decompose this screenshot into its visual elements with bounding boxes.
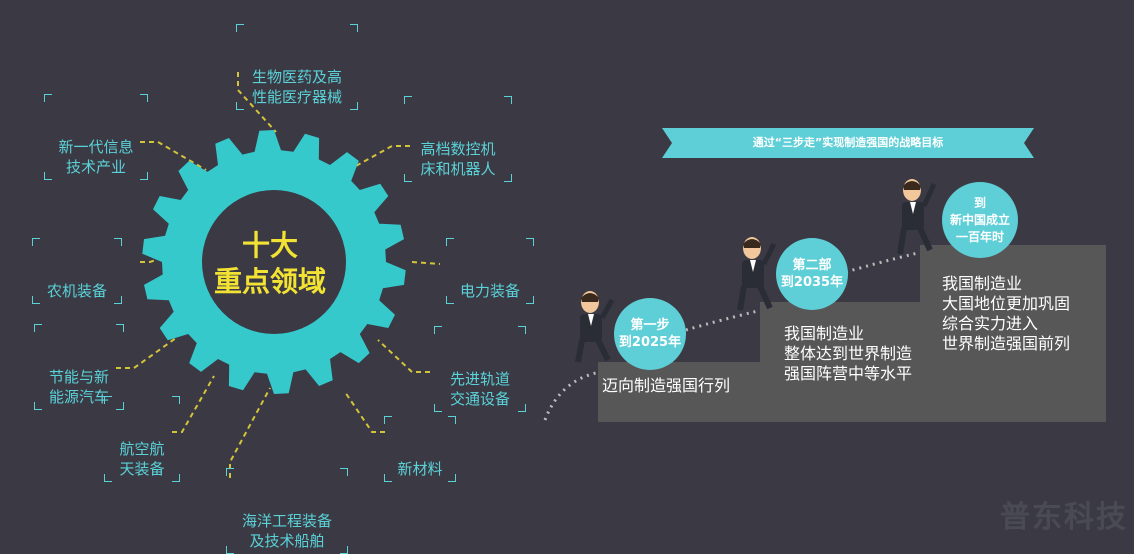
connector-lines: [116, 72, 441, 478]
field-cnc: 高档数控机 床和机器人: [404, 96, 512, 182]
field-energy: 节能与新 能源汽车: [34, 324, 124, 410]
businessman-icon: [737, 237, 777, 311]
steps-graphic: [543, 128, 1106, 422]
field-power: 电力装备: [446, 238, 534, 304]
field-label: 电力装备: [459, 282, 520, 300]
banner-ribbon: [662, 128, 1034, 158]
field-label: 节能与新 能源汽车: [48, 368, 109, 406]
businessman-icon: [575, 291, 615, 363]
field-label: 农机装备: [46, 282, 107, 300]
banner-text: 通过“三步走”实现制造强国的战略目标: [752, 136, 944, 149]
watermark: 普东科技: [1000, 500, 1128, 535]
field-agri: 农机装备: [32, 238, 122, 304]
field-material: 新材料: [384, 416, 456, 482]
field-label: 高档数控机 床和机器人: [420, 140, 496, 178]
field-label: 先进轨道 交通设备: [449, 370, 510, 408]
step3-circle: 到 新中国成立 一百年时: [942, 182, 1018, 258]
dotted-path: [543, 248, 931, 421]
step3-text: 我国制造业 大国地位更加巩固 综合实力进入 世界制造强国前列: [942, 274, 1071, 353]
field-it: 新一代信息 技术产业: [44, 94, 148, 180]
field-bio: 生物医药及高 性能医疗器械: [236, 24, 358, 110]
gear-icon: [142, 130, 406, 394]
step1-text: 迈向制造强国行列: [602, 376, 731, 395]
field-label: 航空航 天装备: [119, 440, 165, 478]
stair-block: [598, 245, 1106, 422]
step2-circle: 第二部 到2035年: [776, 238, 848, 310]
field-aero: 航空航 天装备: [104, 396, 180, 482]
gear-title: 十大 重点领域: [213, 229, 326, 298]
businessman-figures: [575, 179, 937, 363]
gear-diagram: [116, 72, 441, 478]
field-rail: 先进轨道 交通设备: [434, 326, 526, 412]
businessman-icon: [897, 179, 937, 255]
step1-circle: 第一步 到2025年: [614, 298, 686, 370]
field-label: 新材料: [397, 460, 443, 478]
infographic: 十大 重点领域 生物医药及高 性能医疗器械 新一代信息 技术产业 高档数控机 床…: [32, 24, 1128, 554]
field-label: 生物医药及高 性能医疗器械: [251, 68, 342, 106]
field-label: 新一代信息 技术产业: [58, 138, 134, 176]
step2-text: 我国制造业 整体达到世界制造 强国阵营中等水平: [784, 324, 913, 383]
